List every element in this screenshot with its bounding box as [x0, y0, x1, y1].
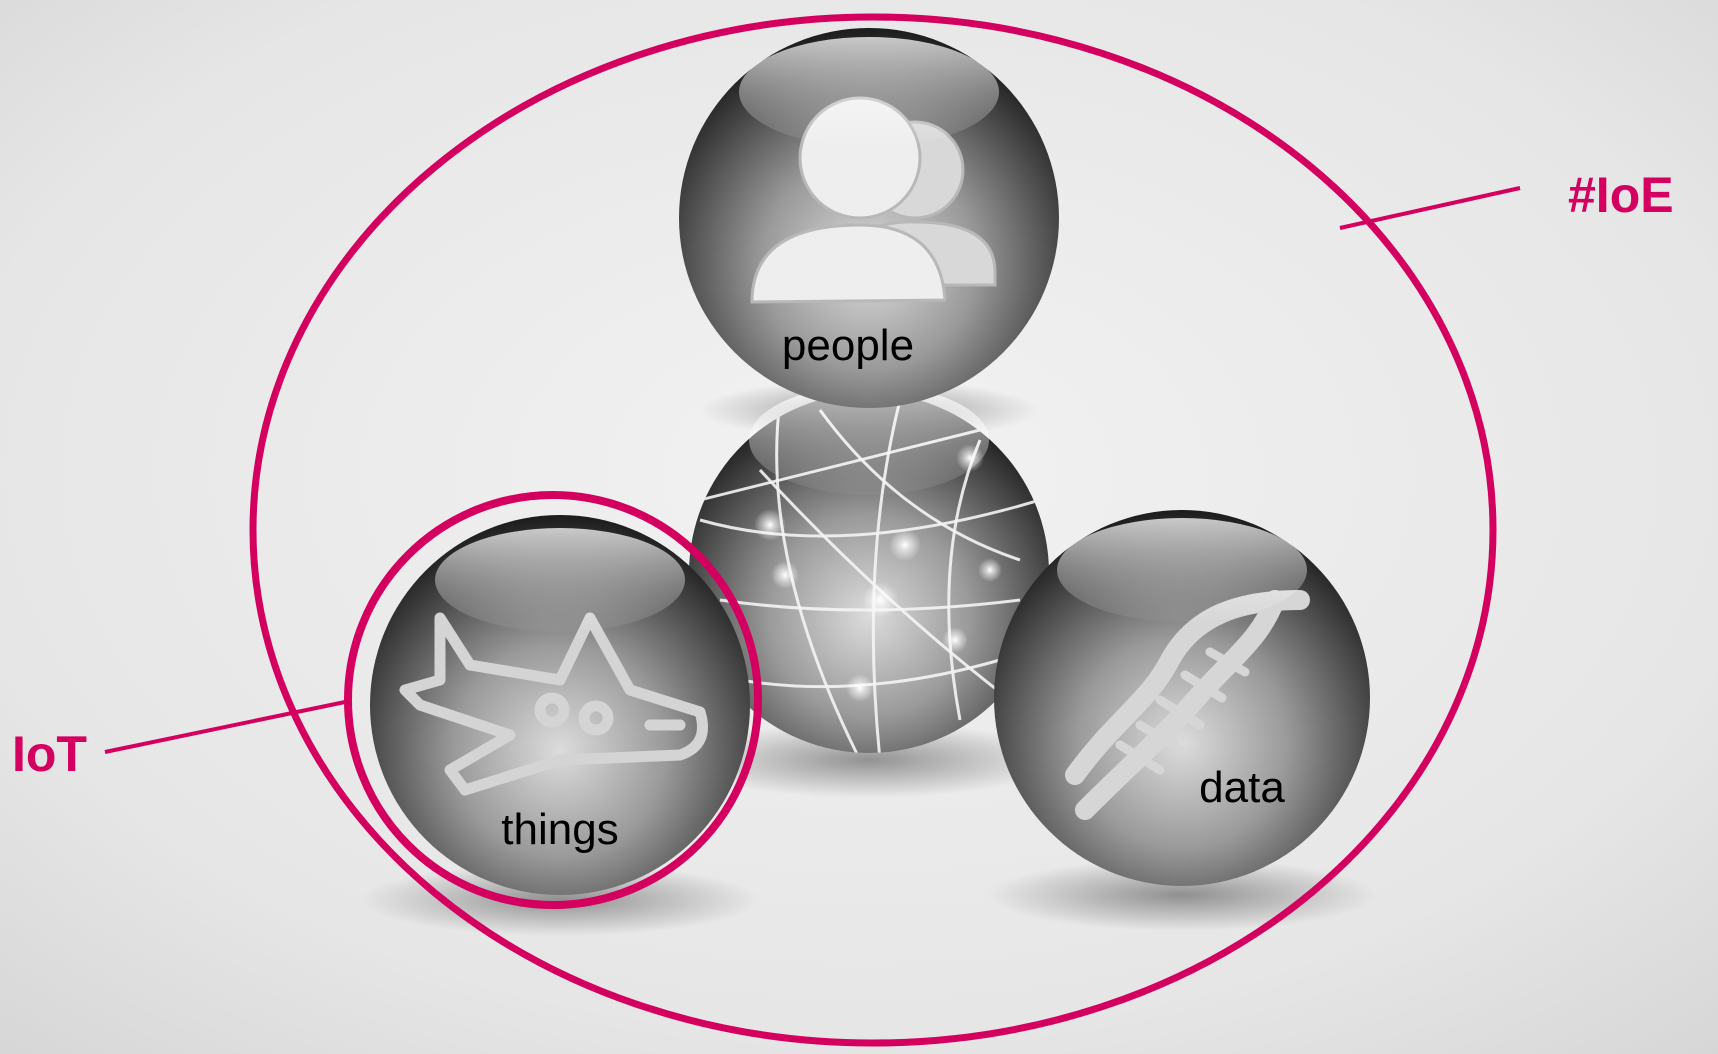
data-label: data	[1199, 763, 1285, 812]
network-sphere	[689, 385, 1049, 753]
people-label: people	[782, 321, 914, 370]
data-sphere: data	[994, 510, 1370, 886]
people-sphere: people	[679, 28, 1059, 408]
things-sphere: things	[370, 515, 750, 895]
sphere-shadow	[987, 859, 1377, 931]
airplane-icon	[399, 612, 708, 796]
network-nodes	[754, 444, 1002, 702]
iot-pointer-line	[104, 700, 346, 754]
iot-ring	[344, 491, 762, 909]
ioe-ring	[249, 13, 1497, 1047]
things-label: things	[501, 805, 618, 854]
sphere-shadow	[679, 722, 1059, 798]
ioe-tag: #IoE	[1568, 167, 1674, 223]
ioe-pointer-line	[1339, 186, 1521, 230]
iot-tag: IoT	[12, 726, 87, 782]
